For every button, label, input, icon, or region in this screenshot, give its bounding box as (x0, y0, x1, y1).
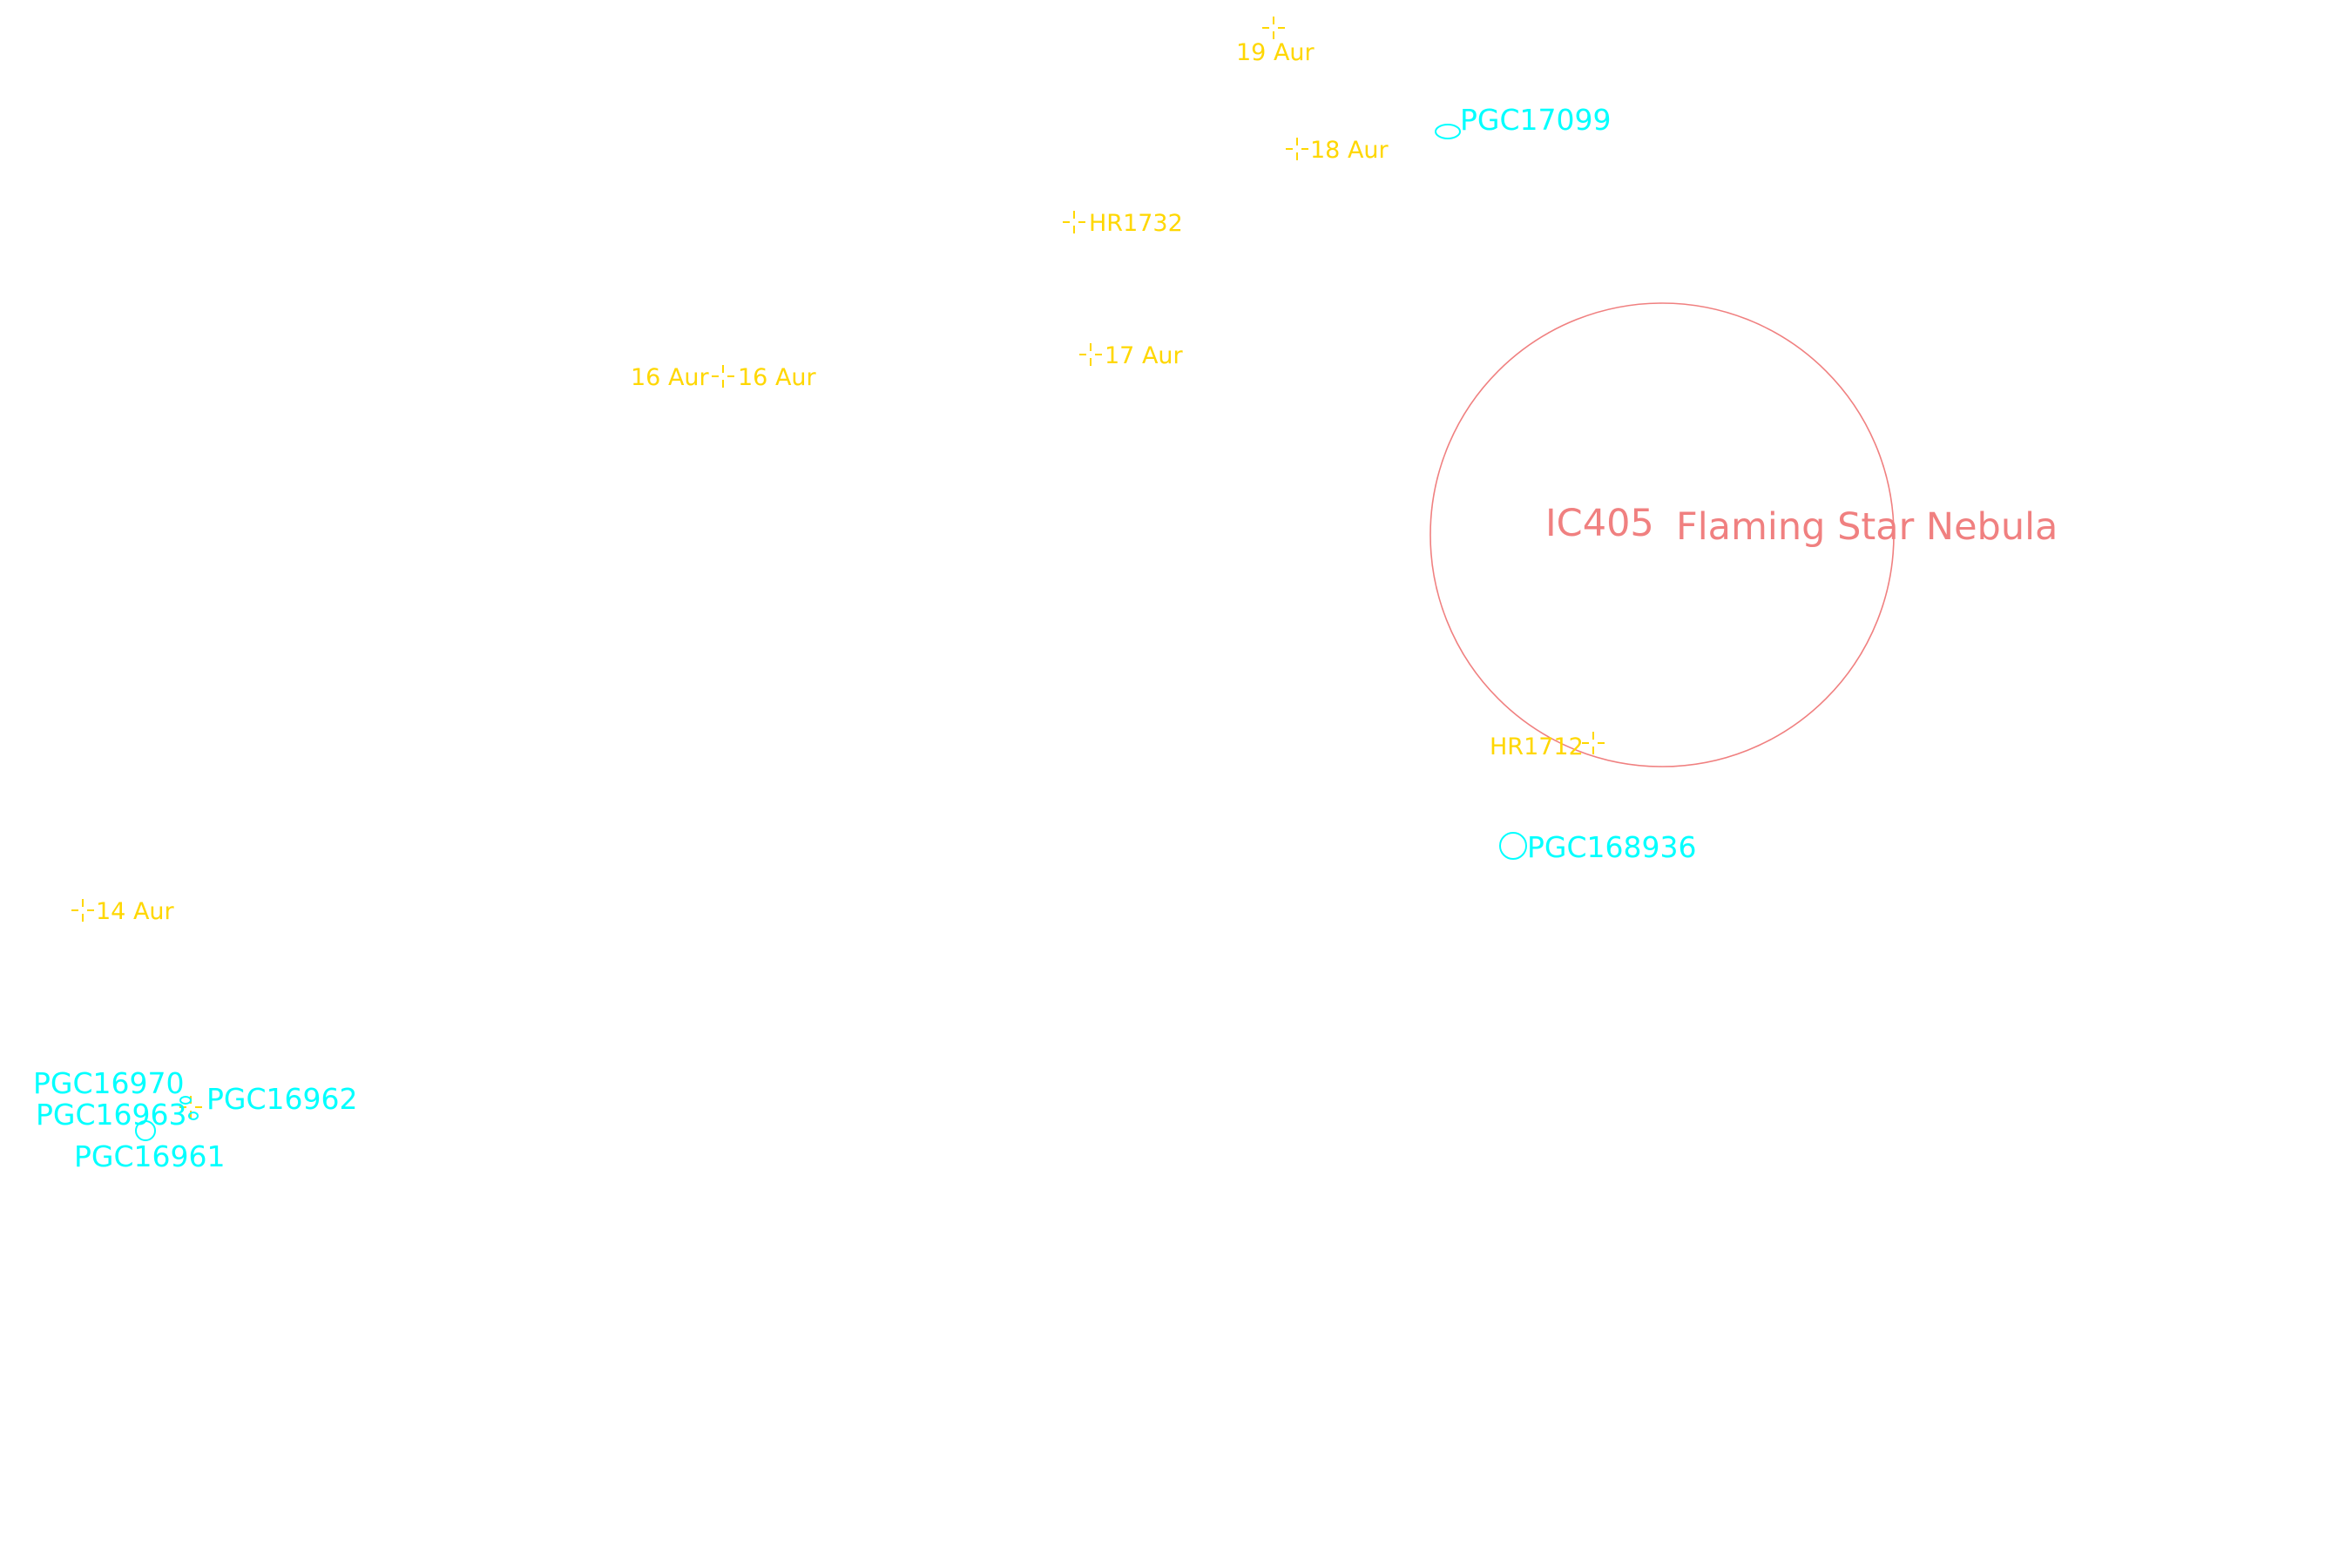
star-16-aur[interactable]: 16 Aur 16 Aur (631, 364, 817, 391)
galaxy-cluster-pgc1696x[interactable]: PGC16970 PGC16963 PGC16962 PGC16961 (33, 1066, 358, 1173)
nebula-ic405[interactable]: IC405 Flaming Star Nebula (1429, 302, 2058, 767)
nebula-outline (1429, 302, 1895, 767)
star-marker (1262, 17, 1285, 39)
galaxy-pgc17099[interactable]: PGC17099 (1435, 103, 1612, 139)
galaxy-label: PGC16963 (36, 1098, 187, 1132)
star-marker (712, 365, 734, 388)
star-label: 17 Aur (1105, 342, 1184, 369)
star-label: 18 Aur (1310, 137, 1389, 164)
galaxy-label: PGC17099 (1460, 103, 1612, 137)
galaxy-marker (1499, 832, 1527, 860)
nebula-name-label: Flaming Star Nebula (1676, 505, 2058, 549)
galaxy-label: PGC168936 (1527, 830, 1697, 864)
star-hr1712[interactable]: HR1712 (1490, 732, 1605, 760)
star-label: HR1712 (1490, 733, 1584, 760)
star-label: HR1732 (1089, 210, 1183, 237)
star-label: 19 Aur (1236, 39, 1315, 66)
star-marker (1286, 138, 1308, 160)
nebula-id-label: IC405 (1545, 502, 1654, 545)
star-18-aur[interactable]: 18 Aur (1286, 137, 1389, 164)
star-17-aur[interactable]: 17 Aur (1079, 342, 1184, 369)
galaxy-label: PGC16970 (33, 1066, 185, 1100)
galaxy-label: PGC16961 (74, 1139, 226, 1173)
galaxy-marker (179, 1096, 192, 1105)
star-19-aur[interactable]: 19 Aur (1236, 17, 1315, 66)
star-label-right: 16 Aur (738, 364, 817, 391)
star-marker (1063, 211, 1085, 233)
star-hr1732[interactable]: HR1732 (1063, 210, 1183, 237)
star-marker (1582, 732, 1605, 754)
galaxy-marker (1435, 124, 1461, 139)
star-14-aur[interactable]: 14 Aur (71, 898, 175, 925)
star-label: 14 Aur (96, 898, 175, 925)
star-marker (71, 899, 94, 922)
galaxy-marker (135, 1120, 156, 1141)
galaxy-label: PGC16962 (206, 1082, 358, 1116)
star-marker (1079, 343, 1102, 366)
galaxy-marker (188, 1112, 199, 1120)
galaxy-pgc168936[interactable]: PGC168936 (1499, 830, 1697, 864)
star-label-left: 16 Aur (631, 364, 710, 391)
